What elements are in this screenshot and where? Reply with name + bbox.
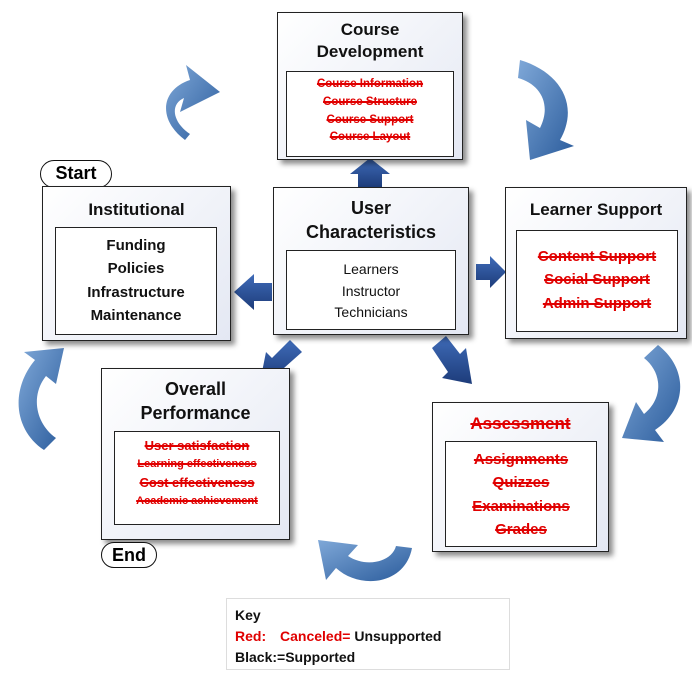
course-development-box: Course Development Course Information Co… xyxy=(277,12,463,160)
overall-item: Learning effectiveness xyxy=(137,458,257,471)
institutional-title: Institutional xyxy=(88,200,185,219)
assessment-title: Assessment xyxy=(470,414,571,433)
key-black-row: Black:=Supported xyxy=(235,649,356,665)
key-canceled-label: Canceled= xyxy=(280,628,351,644)
learner-support-item: Social Support xyxy=(544,271,650,289)
overall-performance-items-panel: User satisfaction Learning effectiveness… xyxy=(114,431,280,525)
user-characteristics-title: User Characteristics xyxy=(305,198,437,242)
overall-performance-box: Overall Performance User satisfaction Le… xyxy=(101,368,290,540)
key-red-row: Red: Canceled= Unsupported xyxy=(235,626,501,647)
cycle-arrow-top-left-icon xyxy=(166,65,220,140)
key-title: Key xyxy=(235,607,261,623)
course-item: Course Support xyxy=(326,113,414,126)
course-development-title: Course Development xyxy=(316,20,424,61)
institutional-items-panel: Funding Policies Infrastructure Maintena… xyxy=(55,227,217,335)
cycle-arrow-left-icon xyxy=(18,348,65,450)
course-item: Course Structure xyxy=(323,95,417,108)
assessment-item: Assignments xyxy=(473,451,569,468)
assessment-item: Quizzes xyxy=(492,474,550,492)
cycle-arrow-top-right-icon xyxy=(518,60,574,160)
learner-support-title: Learner Support xyxy=(529,200,663,219)
arrow-left-icon xyxy=(234,274,272,310)
learner-support-items-panel: Content Support Social Support Admin Sup… xyxy=(516,230,678,332)
learner-support-item: Admin Support xyxy=(542,294,652,312)
institutional-item: Infrastructure xyxy=(87,283,185,301)
key-unsupported-label: Unsupported xyxy=(354,628,442,644)
learner-support-box: Learner Support Content Support Social S… xyxy=(505,187,687,339)
user-item: Learners xyxy=(343,261,399,277)
overall-item: Cost effectiveness xyxy=(139,475,255,491)
cycle-arrow-bottom-icon xyxy=(318,540,412,582)
user-characteristics-box: User Characteristics Learners Instructor… xyxy=(273,187,469,335)
arrow-up-icon xyxy=(350,158,390,187)
end-label: End xyxy=(101,542,157,568)
course-item: Course Layout xyxy=(329,131,411,144)
cycle-arrow-right-icon xyxy=(622,345,681,442)
institutional-item: Policies xyxy=(107,260,165,278)
assessment-item: Grades xyxy=(495,520,547,538)
key-red-label: Red: xyxy=(235,628,267,644)
institutional-item: Funding xyxy=(106,237,166,254)
start-label: Start xyxy=(40,160,112,188)
institutional-box: Institutional Funding Policies Infrastru… xyxy=(42,186,231,341)
legend-key: Key Red: Canceled= Unsupported Black:=Su… xyxy=(226,598,510,670)
user-characteristics-items-panel: Learners Instructor Technicians xyxy=(286,250,456,330)
assessment-item: Examinations xyxy=(472,497,570,515)
course-item: Course Information xyxy=(316,78,424,90)
overall-performance-title: Overall Performance xyxy=(140,379,251,423)
overall-item: User satisfaction xyxy=(144,438,250,453)
arrow-right-icon xyxy=(476,256,506,288)
course-development-items-panel: Course Information Course Structure Cour… xyxy=(286,71,454,157)
learner-support-item: Content Support xyxy=(537,248,657,265)
assessment-box: Assessment Assignments Quizzes Examinati… xyxy=(432,402,609,552)
assessment-items-panel: Assignments Quizzes Examinations Grades xyxy=(445,441,597,547)
overall-item: Academic achievement xyxy=(136,495,258,508)
user-item: Instructor xyxy=(341,282,401,299)
institutional-item: Maintenance xyxy=(90,306,182,324)
arrow-down-right-icon xyxy=(432,336,472,384)
user-item: Technicians xyxy=(334,304,408,321)
